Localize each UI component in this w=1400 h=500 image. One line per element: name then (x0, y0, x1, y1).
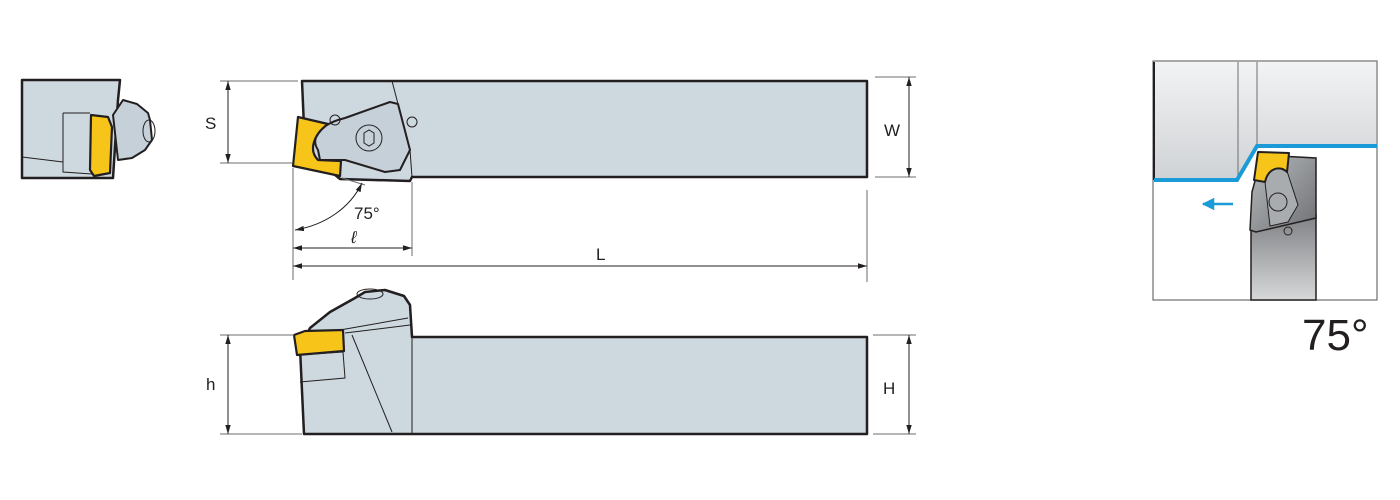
clamp-screw-icon (355, 124, 383, 152)
inset-insert (1253, 151, 1290, 183)
workpiece-step-lines (1237, 62, 1258, 180)
label-L: L (596, 245, 605, 264)
application-inset: 75° (1152, 60, 1378, 360)
end-view (20, 78, 156, 180)
hex-socket-icon (363, 129, 375, 147)
pin-hole-icon-2 (406, 116, 418, 128)
side-view-body (298, 288, 869, 436)
side-view-insert (292, 328, 346, 357)
top-view-insert (291, 115, 343, 178)
side-view-screw-head (356, 288, 384, 300)
label-w: W (884, 121, 900, 140)
label-h: h (206, 375, 215, 394)
feed-path-line (1154, 144, 1377, 182)
label-H: H (883, 379, 895, 398)
h-extension-lines (220, 334, 302, 435)
label-angle: 75° (354, 204, 380, 223)
label-s: S (205, 114, 216, 133)
workpiece (1154, 62, 1376, 180)
top-view: S W 75° ℓ L (205, 76, 916, 282)
end-view-clamp (112, 99, 153, 161)
inset-pin-icon (1283, 226, 1293, 236)
side-view: h H (206, 288, 916, 436)
inset-screw-icon (1268, 192, 1288, 212)
angle-arc (294, 182, 363, 232)
inset-angle-label: 75° (1302, 311, 1369, 360)
side-view-lines (339, 317, 413, 434)
s-extension-lines (220, 80, 298, 164)
end-view-seat-lines (21, 112, 93, 175)
end-view-insert (88, 113, 114, 178)
label-l: ℓ (350, 228, 357, 247)
end-view-screw-head (142, 119, 156, 143)
pin-hole-icon (329, 114, 341, 126)
length-extension-lines (292, 168, 868, 282)
